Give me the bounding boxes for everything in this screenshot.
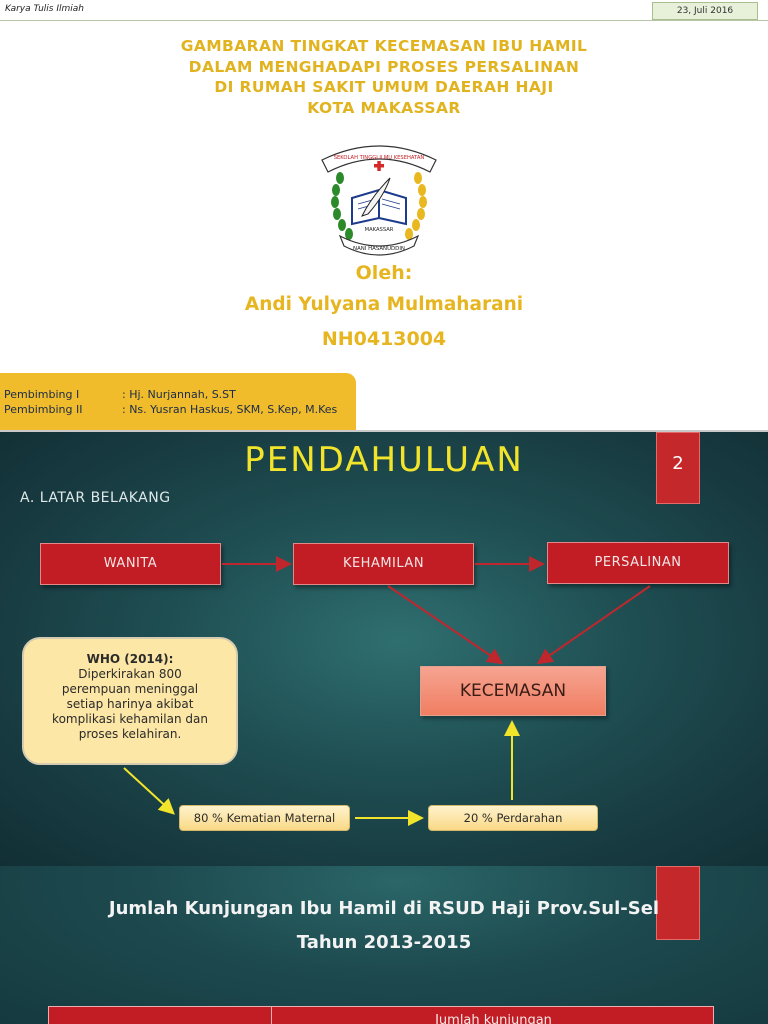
- who-line: perempuan meninggal: [61, 682, 199, 696]
- slide-number-badge-empty: [656, 866, 700, 940]
- box-persalinan: PERSALINAN: [547, 542, 729, 584]
- box-kecemasan: KECEMASAN: [420, 666, 606, 716]
- supervisor-row: Pembimbing II : Ns. Yusran Haskus, SKM, …: [4, 403, 337, 416]
- who-line: setiap harinya akibat: [66, 697, 194, 711]
- arrow-down-right-icon: [387, 585, 504, 665]
- title-line: DI RUMAH SAKIT UMUM DAERAH HAJI: [214, 78, 554, 96]
- slide-title: Karya Tulis Ilmiah 23, Juli 2016 GAMBARA…: [0, 0, 768, 432]
- student-id: NH0413004: [321, 328, 447, 350]
- table-title-line: Tahun 2013-2015: [296, 932, 472, 953]
- logo-city-text: MAKASSAR: [365, 227, 394, 233]
- author-name: Andi Yulyana Mulmaharani: [244, 294, 524, 315]
- box-wanita: WANITA: [40, 543, 221, 585]
- supervisor-role: Pembimbing II: [4, 403, 83, 416]
- oleh-label: Oleh:: [355, 262, 413, 284]
- box-kehamilan: KEHAMILAN: [293, 543, 474, 585]
- slide-divider: [0, 430, 768, 432]
- title-line: DALAM MENGHADAPI PROSES PERSALINAN: [188, 57, 580, 76]
- header-divider: [0, 20, 768, 21]
- who-line: komplikasi kehamilan dan: [52, 712, 208, 726]
- slide-number-badge: 2: [656, 432, 700, 504]
- slide-introduction: 2 PENDAHULUAN A. LATAR BELAKANG WANITA K…: [0, 432, 768, 866]
- thesis-title: GAMBARAN TINGKAT KECEMASAN IBU HAMIL DAL…: [110, 36, 658, 118]
- arrow-yellow-icon: [123, 767, 175, 815]
- supervisors-panel: Pembimbing I : Hj. Nurjannah, S.ST Pembi…: [0, 373, 356, 431]
- supervisor-row: Pembimbing I : Hj. Nurjannah, S.ST: [4, 388, 236, 401]
- date-badge: 23, Juli 2016: [652, 2, 758, 20]
- logo-bottom-text: NANI HASANUDDIN: [353, 246, 405, 252]
- supervisor-name: : Hj. Nurjannah, S.ST: [122, 388, 236, 401]
- table-header-row: Jumlah kunjungan: [48, 1006, 714, 1024]
- box-perdarahan: 20 % Perdarahan: [428, 805, 598, 831]
- column-divider: [271, 1007, 272, 1024]
- table-title-line: Jumlah Kunjungan Ibu Hamil di RSUD Haji …: [108, 898, 660, 919]
- title-line: GAMBARAN TINGKAT KECEMASAN IBU HAMIL: [180, 37, 588, 55]
- header-text: Karya Tulis Ilmiah: [5, 4, 84, 14]
- logo-top-text: SEKOLAH TINGGI ILMU KESEHATAN: [334, 155, 425, 161]
- supervisor-name: : Ns. Yusran Haskus, SKM, S.Kep, M.Kes: [122, 403, 338, 416]
- supervisor-role: Pembimbing I: [4, 388, 80, 401]
- college-logo: SEKOLAH TINGGI ILMU KESEHATAN MAKASSAR N…: [321, 145, 437, 256]
- slide-visits-table: Jumlah Kunjungan Ibu Hamil di RSUD Haji …: [0, 866, 768, 1024]
- slide-title-text: PENDAHULUAN: [244, 440, 524, 480]
- box-kematian-maternal: 80 % Kematian Maternal: [179, 805, 350, 831]
- who-line: Diperkirakan 800: [78, 667, 182, 681]
- who-title: WHO (2014):: [86, 652, 174, 666]
- who-callout: WHO (2014): Diperkirakan 800 perempuan m…: [22, 637, 238, 765]
- title-line: KOTA MAKASSAR: [307, 98, 461, 117]
- who-line: proses kelahiran.: [78, 727, 182, 741]
- arrow-down-left-icon: [536, 585, 651, 665]
- table-header-cell: Jumlah kunjungan: [435, 1013, 552, 1024]
- section-subtitle: A. LATAR BELAKANG: [20, 490, 171, 506]
